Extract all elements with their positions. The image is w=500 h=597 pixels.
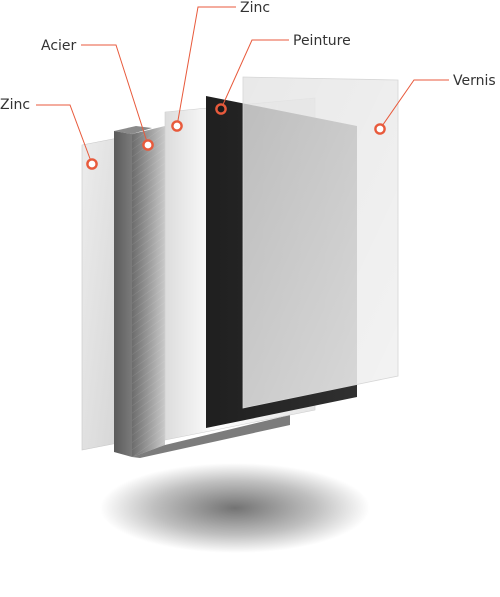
leader-line-peinture bbox=[220, 39, 289, 110]
leader-line-acier bbox=[81, 44, 149, 146]
layer-vernis bbox=[242, 76, 399, 409]
label-peinture: Peinture bbox=[293, 33, 351, 49]
leader-line-zinc-left bbox=[36, 104, 93, 165]
marker-acier-icon bbox=[142, 139, 154, 151]
leader-lines bbox=[36, 6, 449, 165]
layer-acier bbox=[114, 126, 290, 458]
label-zinc-top: Zinc bbox=[240, 0, 270, 16]
leader-line-vernis bbox=[379, 79, 449, 130]
marker-zinc-left-icon bbox=[86, 158, 98, 170]
label-zinc-left: Zinc bbox=[0, 97, 30, 113]
label-vernis: Vernis bbox=[453, 73, 496, 89]
markers bbox=[86, 103, 386, 170]
floor-shadow bbox=[100, 463, 370, 553]
marker-zinc-top-icon bbox=[171, 120, 183, 132]
label-acier: Acier bbox=[41, 38, 77, 54]
marker-vernis-icon bbox=[374, 123, 386, 135]
leader-line-zinc-top bbox=[176, 6, 236, 127]
layer-zinc-back bbox=[81, 137, 119, 451]
marker-peinture-icon bbox=[215, 103, 227, 115]
